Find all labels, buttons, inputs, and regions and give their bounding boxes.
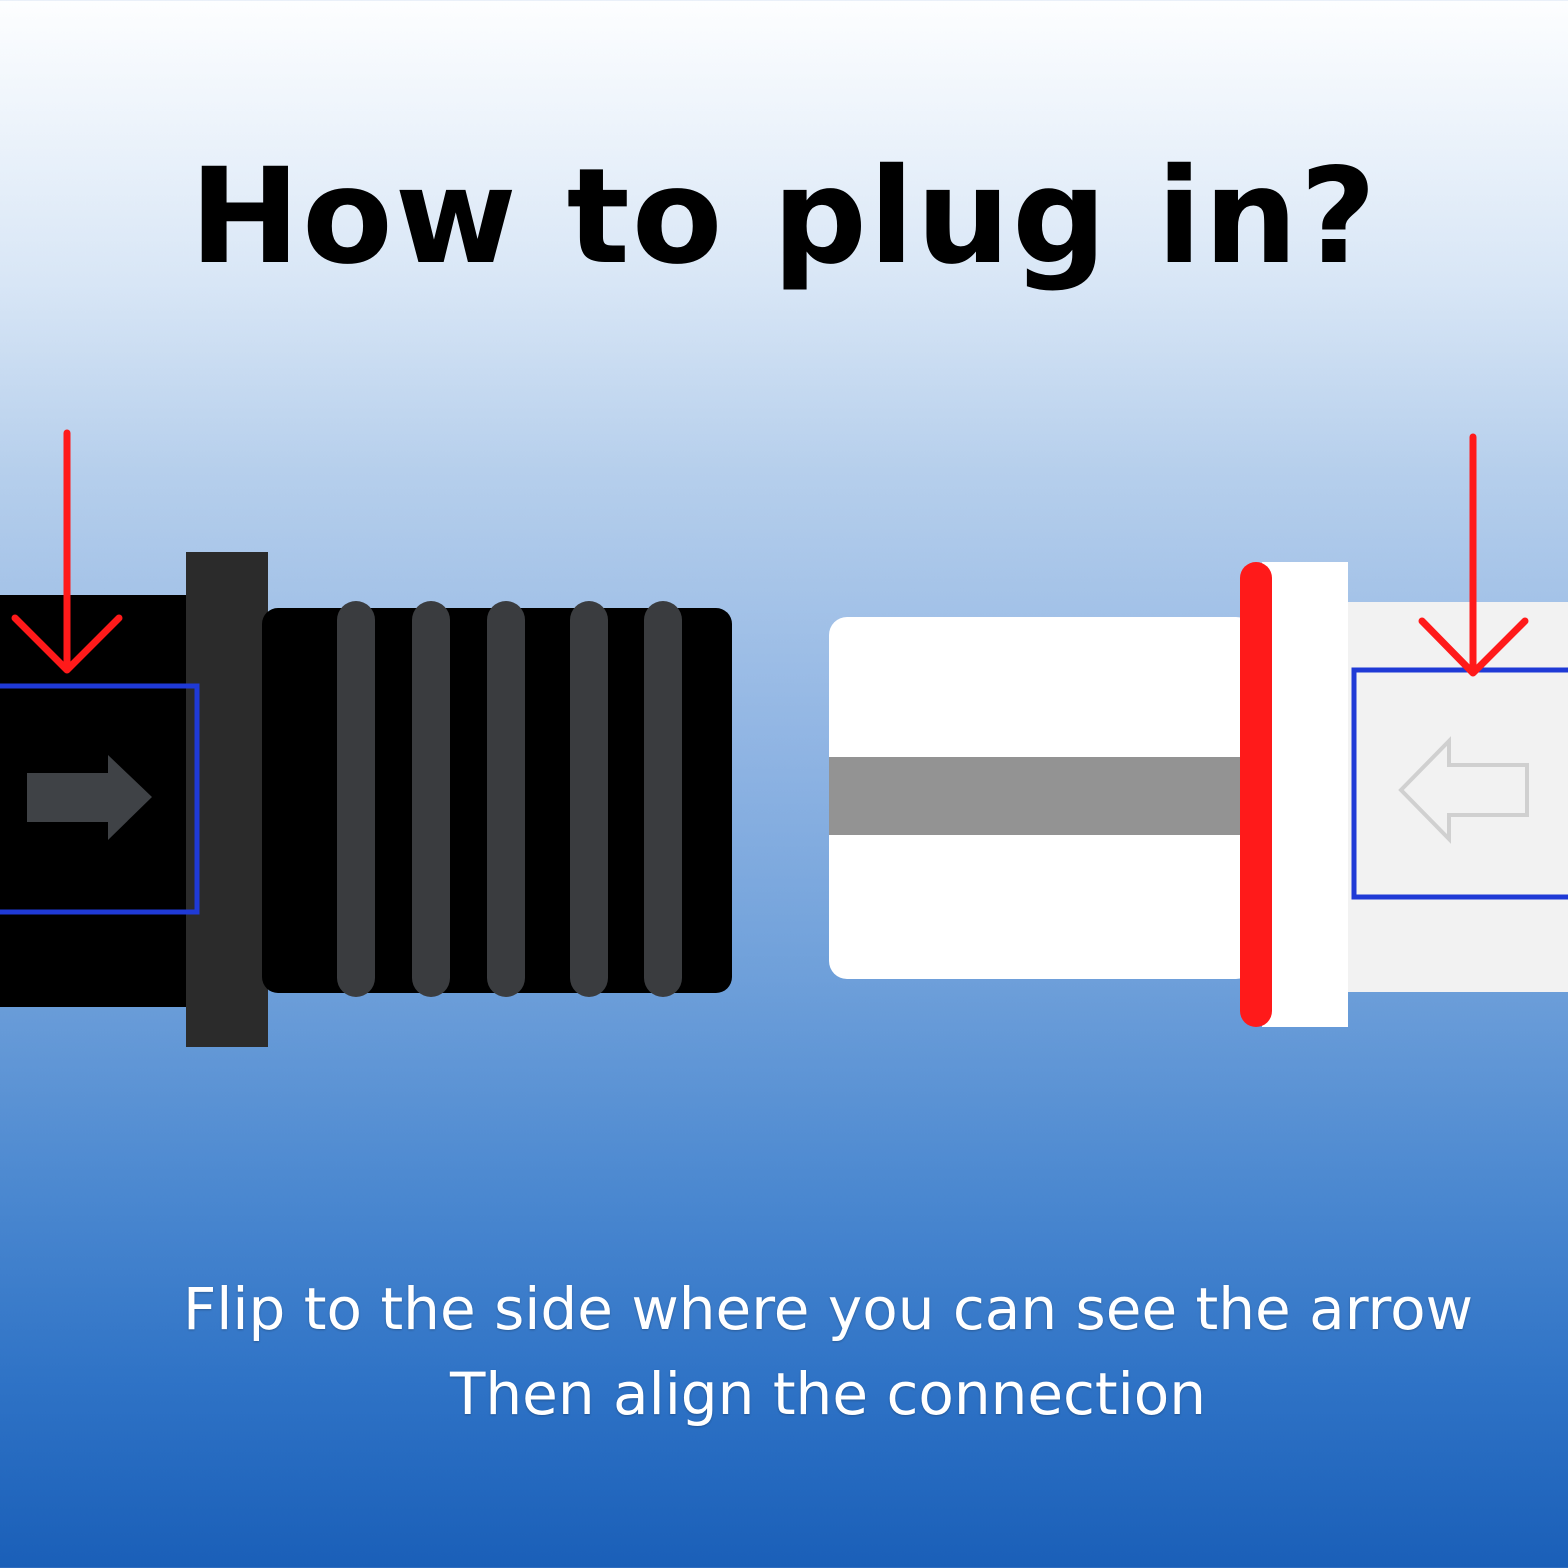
instruction-line-1: Flip to the side where you can see the a…	[182, 1275, 1474, 1343]
male-plug-rib	[644, 601, 682, 997]
male-highlight-box	[0, 683, 200, 915]
male-plug-rib	[337, 601, 375, 997]
male-plug-rib	[570, 601, 608, 997]
arrow-down-icon	[1418, 433, 1529, 677]
female-plug-stripe	[829, 757, 1254, 835]
female-connector	[829, 562, 1568, 1027]
male-connector	[0, 552, 732, 1047]
male-plug-rib	[487, 601, 525, 997]
female-plug-collar	[1262, 562, 1348, 1027]
female-plug-red-ring	[1240, 562, 1272, 1027]
arrow-left-outline-icon	[1398, 736, 1529, 844]
male-plug-rib	[412, 601, 450, 997]
male-plug-collar	[186, 552, 268, 1047]
page-title: How to plug in?	[189, 140, 1379, 294]
arrow-down-icon	[11, 429, 123, 674]
instruction-line-2: Then align the connection	[449, 1360, 1207, 1428]
arrow-right-icon	[27, 755, 152, 840]
